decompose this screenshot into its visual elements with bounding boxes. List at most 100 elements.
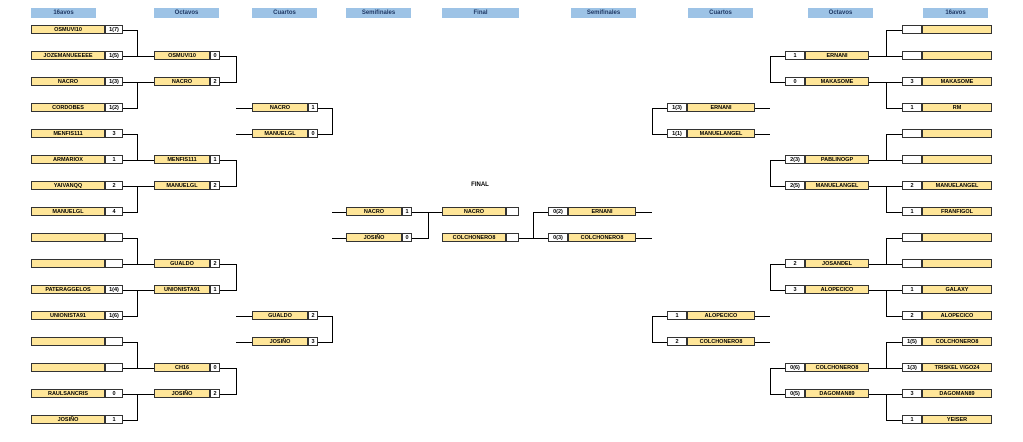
bracket-line [137,341,138,369]
team-name: COLCHONERO8 [442,233,506,242]
bracket-line [332,315,333,343]
team-score [105,233,123,242]
bracket-line [533,237,548,239]
team-name: NACRO [154,77,210,86]
bracket-line [137,81,138,109]
bracket-line [886,133,902,135]
team-name: NACRO [442,207,506,216]
bracket-line [318,315,332,317]
team-name: MENFIS111 [31,129,105,138]
team-score: 2 [785,259,805,268]
bracket-line [220,159,236,161]
team-score: 4 [105,207,123,216]
team-score [902,25,922,34]
bracket-line [123,159,137,161]
team-score: 1 [902,103,922,112]
bracket-line [318,133,332,135]
team-name [922,233,992,242]
round-header: Octavos [808,8,873,18]
team-name: COLCHONERO8 [568,233,636,242]
bracket-line [123,81,137,83]
bracket-line [652,315,667,317]
bracket-line [137,29,138,57]
team-score: 1 [402,207,412,216]
bracket-line [886,237,902,239]
bracket-line [770,263,771,291]
bracket-line [318,107,332,109]
team-name: RAULSANCRIS [31,389,105,398]
bracket-line [886,81,887,109]
team-name: JOSIÑO [31,415,105,424]
team-name: DAGOMAN89 [805,389,869,398]
team-name [31,233,105,242]
team-name: ERNANI [568,207,636,216]
team-score: 1 [105,415,123,424]
team-name: DAGOMAN89 [922,389,992,398]
team-name: JOZEMANUEEEEE [31,51,105,60]
bracket-line [428,211,429,239]
bracket-line [755,107,770,109]
bracket-line [137,289,138,317]
team-name: PATERAGGELOS [31,285,105,294]
bracket-line [770,289,785,291]
team-name: JOSIÑO [252,337,308,346]
bracket-line [123,107,137,109]
team-score: 1(5) [105,51,123,60]
match-slot [31,363,123,372]
team-name: NACRO [252,103,308,112]
bracket-line [137,159,154,161]
bracket-line [123,237,137,239]
bracket-line [755,315,770,317]
bracket-line [755,133,770,135]
bracket-line [886,159,902,161]
bracket-line [220,55,236,57]
team-name [31,259,105,268]
team-name: FRANFIGOL [922,207,992,216]
bracket-line [886,341,902,343]
team-name: MAKASOME [805,77,869,86]
team-name: JOSIÑO [154,389,210,398]
bracket-line [886,263,902,265]
team-score: 1 [902,415,922,424]
bracket-line [137,289,154,291]
bracket-line [886,211,902,213]
team-score: 2 [210,259,220,268]
team-score: 2 [308,311,318,320]
team-score: 2 [210,389,220,398]
team-name: COLCHONERO8 [922,337,992,346]
team-name: MANUELGL [31,207,105,216]
team-name: CORDOBES [31,103,105,112]
team-score: 1(1) [667,129,687,138]
bracket-line [770,393,785,395]
bracket-line [770,367,785,369]
bracket-line [220,393,236,395]
team-name: NACRO [346,207,402,216]
team-name [31,363,105,372]
bracket-line [652,133,667,135]
bracket-line [869,367,886,369]
team-name: JOSIÑO [346,233,402,242]
team-score [902,259,922,268]
bracket-line [236,159,237,187]
team-score: 2 [210,181,220,190]
team-name [922,25,992,34]
bracket-line [137,185,138,213]
match-slot [31,259,123,268]
team-name [922,155,992,164]
bracket-line [123,185,137,187]
team-name [31,337,105,346]
team-name: GUALDO [154,259,210,268]
bracket-line [886,341,887,369]
team-name: UNIONISTA91 [154,285,210,294]
